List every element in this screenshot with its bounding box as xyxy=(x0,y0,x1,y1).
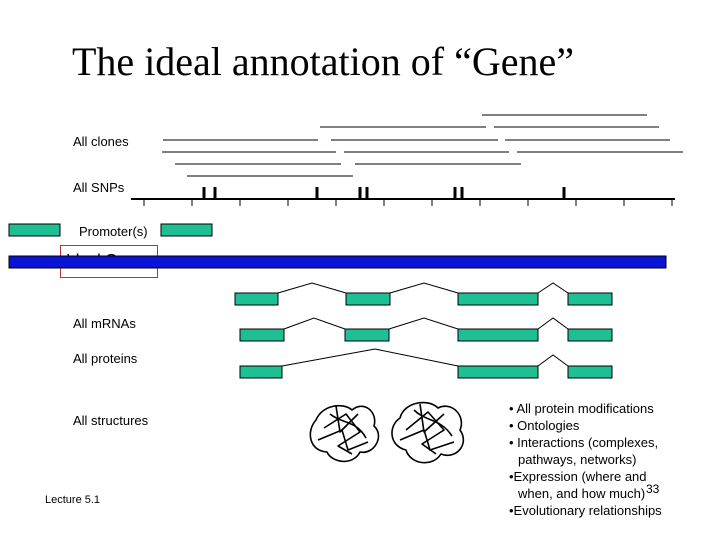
label-all-proteins: All proteins xyxy=(73,351,138,366)
promoter-box xyxy=(160,223,213,237)
exon xyxy=(239,365,283,379)
protein-isoform xyxy=(239,348,613,379)
bullet-item: •Expression (where and xyxy=(509,469,647,484)
bullet-item: when, and how much) xyxy=(518,486,646,501)
exon xyxy=(567,365,613,379)
bullet-item: pathways, networks) xyxy=(518,452,637,467)
bullet-item: • Interactions (complexes, xyxy=(509,435,659,450)
label-all-mrnas: All mRNAs xyxy=(73,316,136,331)
intron-line xyxy=(388,317,459,330)
exon xyxy=(567,328,613,342)
intron-line xyxy=(277,282,347,294)
exon xyxy=(567,292,613,306)
intron-line xyxy=(537,317,569,330)
exon xyxy=(345,292,391,306)
intron-line xyxy=(281,348,459,367)
page-number: 33 xyxy=(646,482,660,496)
label-all-structures: All structures xyxy=(73,413,149,428)
exon xyxy=(234,292,279,306)
exon xyxy=(457,292,539,306)
mrna-isoform-2 xyxy=(239,317,613,342)
ideal-gene-bar xyxy=(8,255,667,269)
promoter-box xyxy=(8,223,61,237)
promoter-boxes xyxy=(8,223,213,237)
bullet-item: •Evolutionary relationships xyxy=(509,503,662,518)
intron-line xyxy=(283,317,346,330)
snp-markers xyxy=(202,187,566,199)
label-promoters: Promoter(s) xyxy=(79,224,148,239)
slide-title: The ideal annotation of “Gene” xyxy=(72,39,574,84)
bullet-item: • All protein modifications xyxy=(509,401,654,416)
intron-line xyxy=(537,354,569,367)
snp-ruler xyxy=(131,187,675,206)
annotation-bullet-list: • All protein modifications • Ontologies… xyxy=(509,400,662,519)
mrna-isoform-1 xyxy=(234,282,613,306)
clone-lines xyxy=(162,114,683,177)
bullet-item: • Ontologies xyxy=(509,418,580,433)
exon xyxy=(457,365,539,379)
lecture-label: Lecture 5.1 xyxy=(45,494,101,506)
ruler-ticks xyxy=(143,199,673,206)
exon xyxy=(457,328,539,342)
label-all-snps: All SNPs xyxy=(73,180,125,195)
exon xyxy=(239,328,285,342)
intron-line xyxy=(389,282,459,294)
label-all-clones: All clones xyxy=(73,134,129,149)
protein-structure-1 xyxy=(309,404,380,463)
intron-line xyxy=(537,282,569,294)
exon xyxy=(344,328,390,342)
protein-structure-2 xyxy=(391,401,465,464)
